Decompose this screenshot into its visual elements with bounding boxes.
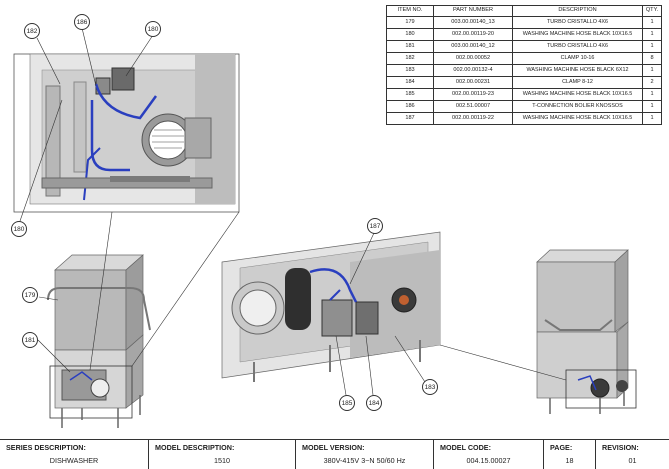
revision-value: 01 [628,456,637,465]
table-row: 187 002.00.00119-22 WASHING MACHINE HOSE… [386,112,662,125]
callout-182: 182 [24,23,40,39]
leader-lines [19,27,567,396]
description: WASHING MACHINE HOSE BLACK 10X16.5 [512,112,643,125]
version-value: 380V-415V 3~N 50/60 Hz [323,456,406,465]
callout-179: 179 [22,287,38,303]
parts-table: ITEM NO. PART NUMBER DESCRIPTION QTY. 17… [386,5,662,125]
callout-181: 181 [22,332,38,348]
callout-180-left: 180 [11,221,27,237]
model-cell: MODEL DESCRIPTION: 1510 [148,440,295,469]
table-row: 185 002.00.00119-23 WASHING MACHINE HOSE… [386,88,662,101]
callout-184: 184 [366,395,382,411]
machine-left [47,254,151,428]
detail-view-center [221,231,441,382]
code-value: 004.15.00027 [466,456,511,465]
callout-187: 187 [367,218,383,234]
code-cell: MODEL CODE: 004.15.00027 [433,440,543,469]
qty: 1 [642,64,662,77]
model-value: 1510 [214,456,230,465]
model-label: MODEL DESCRIPTION: [155,443,235,452]
callout-183: 183 [422,379,438,395]
table-row: 182 002.00.00052 CLAMP 10-16 8 [386,52,662,65]
table-row: 183 002.00.00132-4 WASHING MACHINE HOSE … [386,64,662,77]
title-block: SERIES DESCRIPTION: DISHWASHER MODEL DES… [0,439,669,469]
qty: 1 [642,112,662,125]
series-label: SERIES DESCRIPTION: [6,443,86,452]
page-cell: PAGE: 18 [543,440,595,469]
page-label: PAGE: [550,443,573,452]
item-no: 187 [386,112,434,125]
detail-view-top [13,53,240,213]
page-value: 18 [565,456,574,465]
callout-185: 185 [339,395,355,411]
assembly-illustrations [13,27,637,428]
table-row: 180 002.00.00119-20 WASHING MACHINE HOSE… [386,28,662,41]
revision-label: REVISION: [602,443,639,452]
series-cell: SERIES DESCRIPTION: DISHWASHER [0,440,148,469]
parts-table-header: ITEM NO. PART NUMBER DESCRIPTION QTY. [386,5,662,17]
version-cell: MODEL VERSION: 380V-415V 3~N 50/60 Hz [295,440,433,469]
series-value: DISHWASHER [49,456,99,465]
callout-180-top: 180 [145,21,161,37]
version-label: MODEL VERSION: [302,443,365,452]
table-row: 186 002.51.00007 T-CONNECTION BOLIER KNO… [386,100,662,113]
machine-right [536,249,637,414]
revision-cell: REVISION: 01 [595,440,669,469]
code-label: MODEL CODE: [440,443,491,452]
callout-186: 186 [74,14,90,30]
